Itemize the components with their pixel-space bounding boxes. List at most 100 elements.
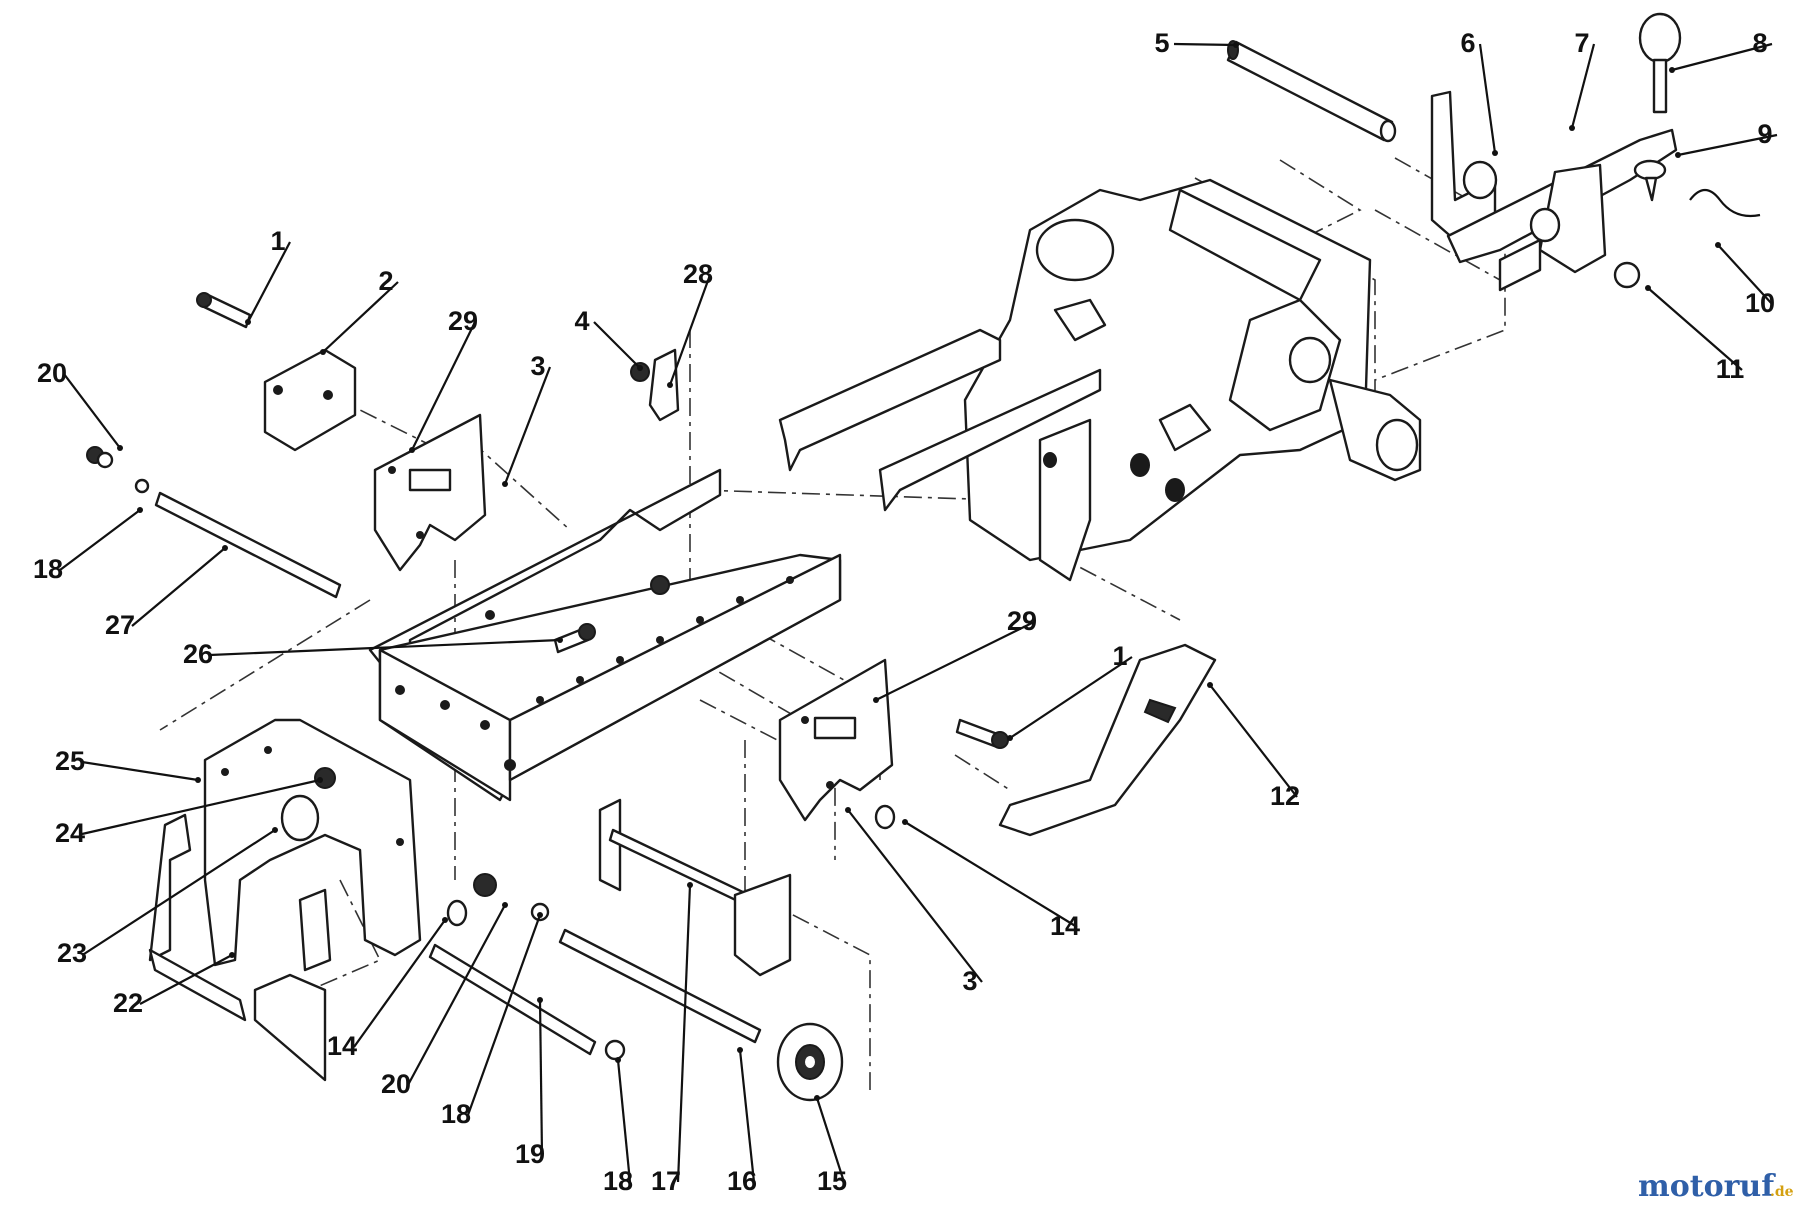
callout-18: 18 xyxy=(441,912,543,1129)
callout-number: 6 xyxy=(1460,28,1475,58)
callout-number: 17 xyxy=(651,1166,681,1196)
leader-arrow-tip xyxy=(667,382,673,388)
callout-number: 8 xyxy=(1752,28,1767,58)
callout-10: 10 xyxy=(1715,242,1775,318)
watermark-main: motoruf xyxy=(1638,1169,1776,1204)
callout-number: 27 xyxy=(105,610,135,640)
callout-number: 5 xyxy=(1154,28,1169,58)
callout-number: 12 xyxy=(1270,781,1300,811)
callout-22: 22 xyxy=(113,952,235,1018)
leader-arrow-tip xyxy=(195,777,201,783)
callout-14: 14 xyxy=(327,917,448,1061)
callout-15: 15 xyxy=(814,1095,847,1196)
leader-arrow-tip xyxy=(814,1095,820,1101)
leader-line xyxy=(904,821,1078,928)
leader-line xyxy=(1478,43,1497,154)
callout-29: 29 xyxy=(873,606,1037,703)
callout-number: 18 xyxy=(441,1099,471,1129)
hitch-assembly xyxy=(1430,12,1761,292)
callout-20: 20 xyxy=(381,902,508,1099)
leader-arrow-tip xyxy=(1207,682,1213,688)
callout-29: 29 xyxy=(409,306,478,453)
leader-line xyxy=(1717,244,1773,305)
leader-line xyxy=(1677,133,1778,157)
leader-arrow-tip xyxy=(1492,150,1498,156)
callout-number: 4 xyxy=(574,306,589,336)
leader-line xyxy=(466,914,542,1116)
callout-8: 8 xyxy=(1669,28,1773,73)
callout-number: 28 xyxy=(683,259,713,289)
leader-line xyxy=(676,884,692,1183)
callout-18: 18 xyxy=(603,1057,633,1196)
callout-number: 29 xyxy=(1007,606,1037,636)
callout-17: 17 xyxy=(651,882,693,1196)
leader-line xyxy=(847,809,983,983)
leader-line xyxy=(353,919,446,1048)
leader-arrow-tip xyxy=(317,777,323,783)
callout-4: 4 xyxy=(574,306,643,371)
callout-28: 28 xyxy=(667,259,713,388)
callout-number: 1 xyxy=(270,226,285,256)
leader-line xyxy=(81,778,321,836)
bracket-28 xyxy=(630,348,680,595)
leader-line xyxy=(407,904,506,1086)
callout-number: 9 xyxy=(1757,119,1772,149)
callout-number: 20 xyxy=(37,358,67,388)
leader-arrow-tip xyxy=(687,882,693,888)
callout-number: 1 xyxy=(1112,641,1127,671)
leader-arrow-tip xyxy=(737,1047,743,1053)
leader-line xyxy=(1173,42,1237,47)
leader-arrow-tip xyxy=(1569,125,1575,131)
leader-arrow-tip xyxy=(845,807,851,813)
leader-arrow-tip xyxy=(245,319,251,325)
callout-19: 19 xyxy=(515,997,545,1169)
leader-arrow-tip xyxy=(537,997,543,1003)
watermark-suffix: .de xyxy=(1770,1184,1794,1200)
leader-line xyxy=(81,760,199,782)
callout-number: 3 xyxy=(962,966,977,996)
leader-line xyxy=(668,274,712,386)
callout-7: 7 xyxy=(1569,28,1596,131)
leader-arrow-tip xyxy=(615,1057,621,1063)
leader-arrow-tip xyxy=(222,545,228,551)
callout-number: 14 xyxy=(327,1031,357,1061)
leader-arrow-tip xyxy=(902,819,908,825)
leader-arrow-tip xyxy=(1675,152,1681,158)
plate-29-right xyxy=(778,658,1009,830)
leader-line xyxy=(503,366,552,485)
leader-arrow-tip xyxy=(1715,242,1721,248)
callout-number: 25 xyxy=(55,746,85,776)
bolt-26 xyxy=(553,623,596,654)
callout-number: 18 xyxy=(33,554,63,584)
wheel-15 xyxy=(776,1022,844,1102)
leader-arrow-tip xyxy=(272,827,278,833)
callout-1: 1 xyxy=(1007,641,1133,741)
shaft-19-group xyxy=(428,873,762,1061)
leader-line xyxy=(1209,684,1298,798)
frame-holes xyxy=(395,576,794,771)
callout-6: 6 xyxy=(1460,28,1498,156)
callout-18: 18 xyxy=(33,507,143,584)
leader-line xyxy=(875,621,1035,701)
leader-arrow-tip xyxy=(557,637,563,643)
leader-arrow-tip xyxy=(502,481,508,487)
leader-line xyxy=(815,1097,846,1183)
callout-2: 2 xyxy=(320,266,399,355)
callout-9: 9 xyxy=(1675,119,1778,158)
callout-number: 24 xyxy=(55,818,85,848)
axle-pin-5 xyxy=(1226,40,1397,143)
callout-5: 5 xyxy=(1154,28,1239,58)
leader-arrow-tip xyxy=(1645,285,1651,291)
leader-line xyxy=(83,829,276,955)
leader-line xyxy=(411,321,476,451)
bracket-2 xyxy=(196,292,357,452)
leader-line xyxy=(1570,43,1596,129)
leader-line xyxy=(209,638,561,657)
front-axle-bracket xyxy=(148,718,422,1082)
leader-line xyxy=(1009,656,1133,739)
callout-number: 26 xyxy=(183,639,213,669)
callout-number: 11 xyxy=(1716,354,1745,384)
callout-24: 24 xyxy=(55,777,323,848)
callout-1: 1 xyxy=(245,226,291,325)
